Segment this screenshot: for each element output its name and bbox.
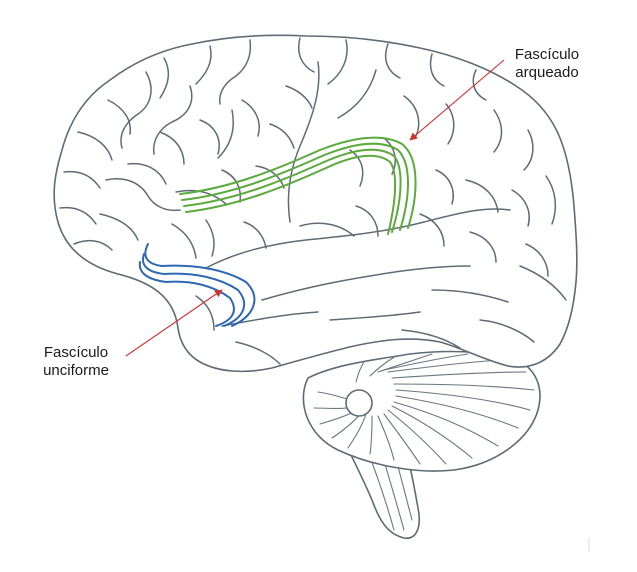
uncinate-pointer-arrow [125, 289, 223, 357]
cerebellum-folia [313, 353, 535, 465]
uncinate-label: Fascículo unciforme [28, 344, 124, 380]
arcuate-label-line2: arqueado [515, 64, 579, 81]
cerebrum-outline [53, 34, 578, 373]
uncinate-fasciculus [138, 243, 256, 327]
uncinate-label-line2: unciforme [43, 362, 109, 379]
pons-circle [345, 389, 373, 417]
arcuate-fasciculus [179, 136, 417, 235]
arcuate-pointer-arrow [409, 59, 505, 141]
arcuate-label-line1: Fascículo [514, 46, 580, 63]
arcuate-label: Fascículo arqueado [494, 46, 600, 82]
cerebrum-gyri [59, 37, 567, 365]
uncinate-label-line1: Fascículo [43, 344, 109, 361]
